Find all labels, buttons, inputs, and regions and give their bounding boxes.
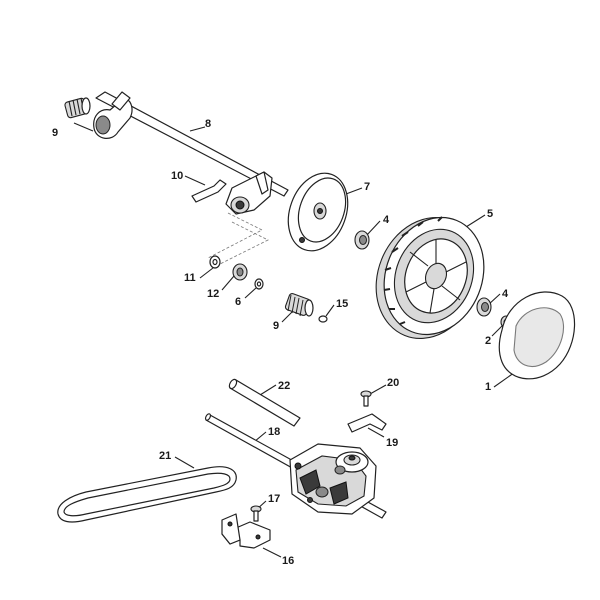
dust-cover-plate [287,172,349,252]
callout-8: 8 [205,118,212,130]
drive-belt [57,466,237,523]
callout-12: 12 [207,288,220,300]
callout-21: 21 [159,450,172,462]
callout-9-top: 9 [52,127,59,139]
callout-5: 5 [487,208,494,220]
bearing-lower [476,297,492,317]
callout-9-middle: 9 [273,320,280,332]
gearbox-assembly [289,443,377,515]
rear-wheel [375,216,485,340]
height-lever [191,179,227,203]
callout-15: 15 [336,298,349,310]
cross-shaft [228,378,301,427]
mounting-bracket [221,513,271,549]
retaining-clip [318,315,328,323]
callout-7: 7 [364,181,371,193]
callout-22: 22 [278,380,291,392]
callout-17: 17 [268,493,281,505]
screw-17 [250,505,262,522]
washer-11 [209,255,221,269]
washer-6 [254,278,264,290]
callout-2: 2 [485,335,492,347]
rear-axle-assembly [93,91,289,215]
callout-1: 1 [485,381,492,393]
pinion-gear-middle [284,293,314,317]
callout-11: 11 [184,272,196,284]
callout-4-upper: 4 [383,214,390,226]
callout-4-lower: 4 [502,288,509,300]
assembly-lines [207,212,269,269]
callout-18: 18 [268,426,281,438]
callout-19: 19 [386,437,399,449]
callout-16: 16 [282,555,295,567]
bracket-19 [347,413,387,433]
wheel-cover [498,291,576,380]
callout-10: 10 [171,170,184,182]
bearing-upper [354,230,370,250]
screw-20 [360,390,372,407]
bearing-12 [232,263,248,281]
pinion-gear-top [64,97,91,119]
callout-20: 20 [387,377,400,389]
callout-6: 6 [235,296,242,308]
